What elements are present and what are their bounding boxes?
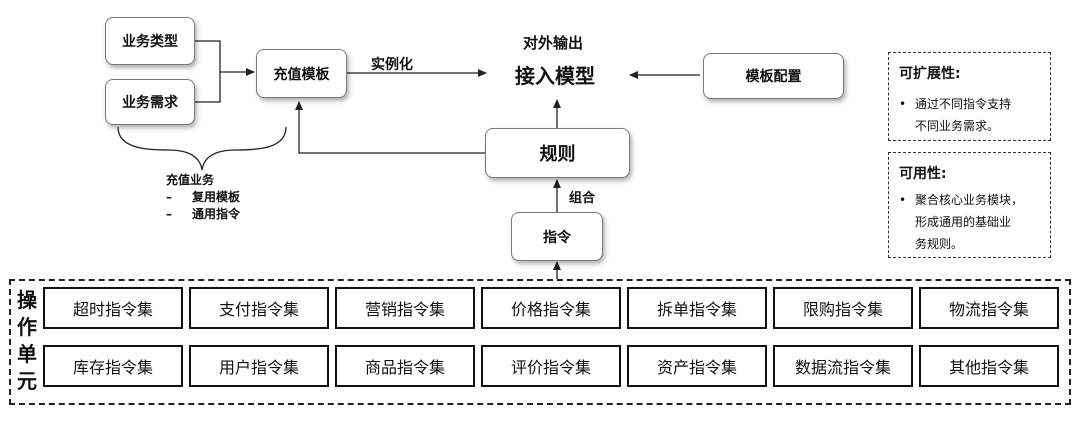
connector-business-req	[195, 72, 221, 103]
usability-line-2: 形成通用的基础业	[915, 215, 1012, 229]
output-title: 对外输出	[523, 34, 584, 52]
combine-label: 组合	[569, 191, 596, 206]
recharge-business-item-text: 通用指令	[192, 207, 241, 221]
usability-panel: 可用性: • 聚合核心业务模块， 形成通用的基础业 务规则。	[888, 152, 1051, 258]
extensibility-title: 可扩展性:	[899, 66, 961, 82]
business-type-box: 业务类型	[105, 17, 195, 65]
business-requirement-label: 业务需求	[122, 95, 178, 111]
instruction-box: 指令	[511, 212, 603, 261]
extensibility-line-2: 不同业务需求。	[915, 119, 1000, 133]
instruction-set-cell: 价格指令集	[481, 287, 621, 329]
recharge-business-title: 充值业务	[166, 173, 215, 187]
arrow-rules-to-template	[295, 101, 485, 154]
access-model-label: 接入模型	[515, 64, 595, 88]
instruction-set-cell: 库存指令集	[43, 345, 183, 387]
recharge-business-item-dash: –	[166, 207, 172, 221]
rules-label: 规则	[539, 144, 576, 165]
usability-title: 可用性:	[899, 166, 947, 182]
instruction-set-cell: 限购指令集	[773, 287, 913, 329]
usability-line-3: 务规则。	[915, 237, 964, 251]
recharge-template-box: 充值模板	[256, 49, 347, 98]
operation-unit-char: 元	[17, 369, 37, 393]
instruction-set-cell: 商品指令集	[335, 345, 475, 387]
extensibility-panel: 可扩展性: • 通过不同指令支持 不同业务需求。	[888, 52, 1051, 141]
instruction-set-cell: 资产指令集	[627, 345, 767, 387]
operation-unit-char: 操	[17, 288, 37, 312]
operation-unit-char: 单	[17, 342, 37, 366]
usability-body: • 聚合核心业务模块， 形成通用的基础业 务规则。	[899, 189, 1023, 255]
instruction-set-cell: 用户指令集	[189, 345, 329, 387]
business-type-label: 业务类型	[122, 34, 178, 50]
bullet-icon: •	[899, 193, 907, 207]
template-config-label: 模板配置	[745, 69, 802, 85]
template-config-box: 模板配置	[703, 53, 844, 99]
extensibility-body: • 通过不同指令支持 不同业务需求。	[899, 93, 1011, 137]
instruction-set-cell: 超时指令集	[43, 287, 183, 329]
business-requirement-box: 业务需求	[105, 79, 195, 125]
usability-line-1: 聚合核心业务模块，	[915, 193, 1024, 207]
instruction-set-cell: 物流指令集	[919, 287, 1059, 329]
extensibility-line-1: 通过不同指令支持	[915, 97, 1012, 111]
instruction-set-cell: 拆单指令集	[627, 287, 767, 329]
instruction-set-grid: 超时指令集 支付指令集 营销指令集 价格指令集 拆单指令集 限购指令集 物流指令…	[43, 287, 1067, 387]
recharge-template-label: 充值模板	[273, 66, 330, 83]
instruction-set-cell: 营销指令集	[335, 287, 475, 329]
recharge-business-item: – 通用指令	[166, 206, 240, 223]
instruction-set-cell: 其他指令集	[919, 345, 1059, 387]
operation-unit-char: 作	[17, 315, 37, 339]
recharge-business-item: – 复用模板	[166, 189, 240, 206]
connector-business-type	[195, 40, 221, 72]
curly-brace	[117, 126, 287, 171]
instruction-set-cell: 数据流指令集	[773, 345, 913, 387]
rules-box: 规则	[485, 128, 630, 178]
operation-unit-frame	[9, 279, 1071, 405]
recharge-business-item-dash: –	[166, 190, 172, 204]
instruction-set-cell: 评价指令集	[481, 345, 621, 387]
instruction-label: 指令	[543, 229, 571, 246]
recharge-business-item-text: 复用模板	[192, 190, 241, 204]
recharge-business-note: 充值业务 – 复用模板 – 通用指令	[166, 172, 240, 223]
instruction-set-cell: 支付指令集	[189, 287, 329, 329]
instantiate-label: 实例化	[371, 57, 413, 73]
operation-unit-label: 操 作 单 元	[15, 287, 39, 395]
bullet-icon: •	[899, 97, 907, 111]
